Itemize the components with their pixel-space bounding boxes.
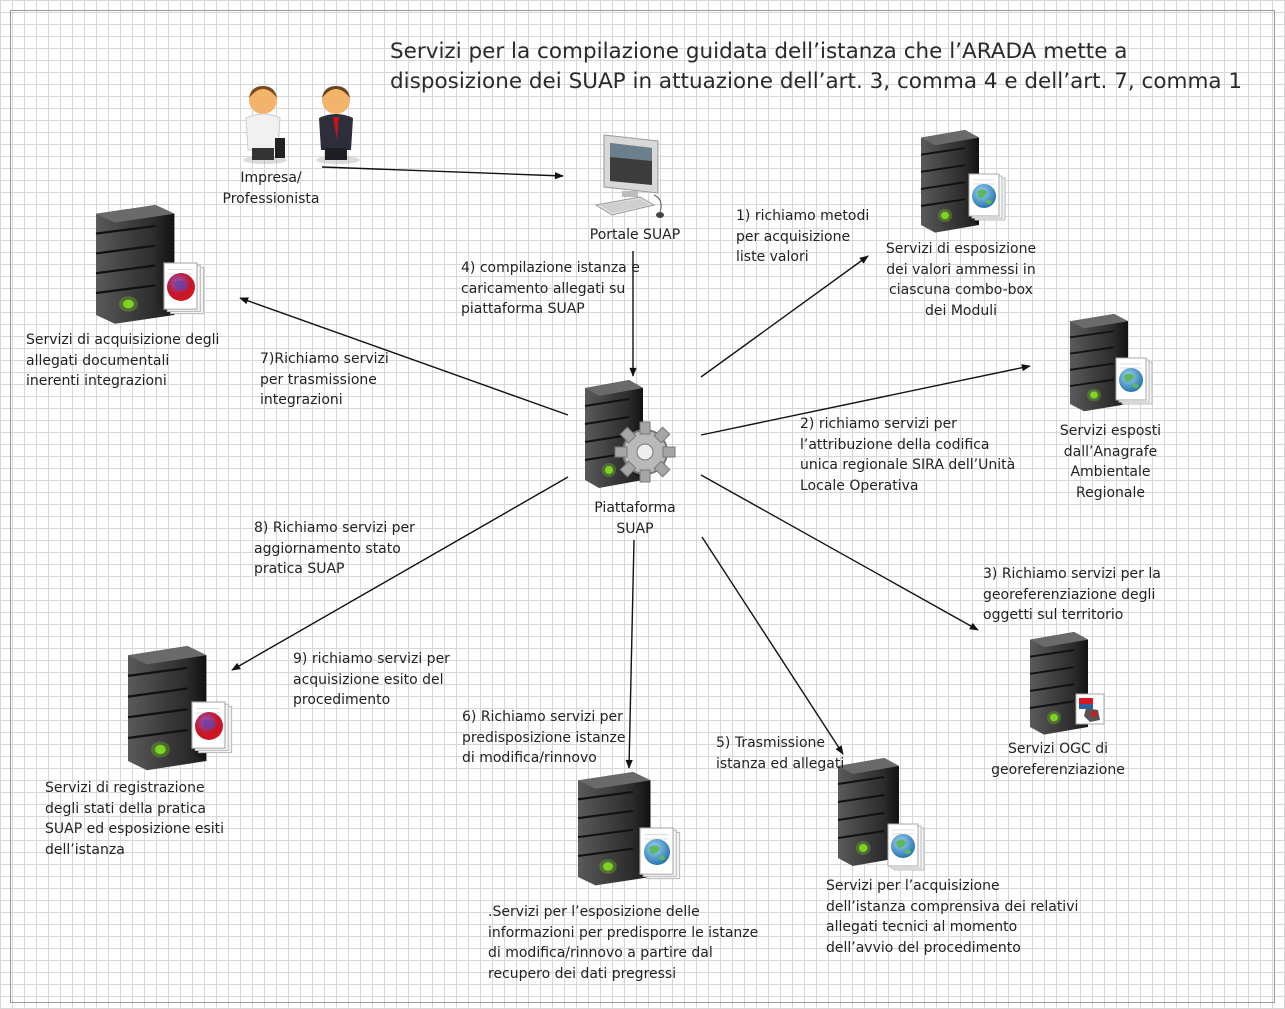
edge-6 [625,539,635,769]
edge-label-3: 3) Richiamo servizi per la georeferenzia… [983,566,1161,623]
edge-label-9: 9) richiamo servizi per acquisizione esi… [293,651,450,708]
edge-5 [701,536,844,755]
edge-label-7: 7)Richiamo servizi per trasmissione inte… [260,351,389,408]
server-red-doc-icon [126,644,233,772]
node-label-ogc: Servizi OGC di georeferenziazione [991,741,1125,778]
edge-3 [700,474,979,631]
node-label-esposizione-info: .Servizi per l’esposizione delle informa… [488,904,759,982]
server-globe-icon [920,129,1006,234]
node-label-registrazione: Servizi di registrazione degli stati del… [45,780,225,858]
node-label-users: Impresa/ Professionista [222,170,320,207]
server-globe-icon [576,770,681,887]
node-label-portale: Portale SUAP [589,227,681,243]
server-globe-icon [1069,313,1153,413]
edge-label-2: 2) richiamo servizi per l’attribuzione d… [800,416,1016,494]
node-label-piattaforma: Piattaforma SUAP [594,500,676,537]
node-label-anagrafe: Servizi esposti dall’Anagrafe Ambientale… [1059,423,1162,501]
node-label-acquisizione-istanza: Servizi per l’acquisizione dell’istanza … [826,878,1079,956]
edge-label-4: 4) compilazione istanza e caricamento al… [461,260,640,317]
edge-label-5: 5) Trasmissione istanza ed allegati [716,735,845,772]
edge-8-9 [231,476,569,671]
edge-1 [700,255,869,378]
node-label-acquisizione-allegati: Servizi di acquisizione degli allegati d… [26,332,220,389]
server-gear-icon [584,379,676,489]
computer-icon [594,134,664,218]
people-icon [243,86,360,164]
edge-users-portale [321,166,564,180]
server-red-doc-icon [94,203,205,326]
edge-label-1: 1) richiamo metodi per acquisizione list… [736,208,870,265]
server-globe-icon [836,756,925,871]
edge-label-6: 6) Richiamo servizi per predisposizione … [462,709,626,766]
diagram-title: Servizi per la compilazione guidata dell… [390,39,1243,94]
edges [231,166,1031,769]
edge-2 [700,364,1031,436]
server-map-icon [1029,631,1105,736]
edge-label-8: 8) Richiamo servizi per aggiornamento st… [254,520,415,577]
edge-7 [239,297,569,416]
node-label-esposizione-valori: Servizi di esposizione dei valori ammess… [885,241,1037,319]
